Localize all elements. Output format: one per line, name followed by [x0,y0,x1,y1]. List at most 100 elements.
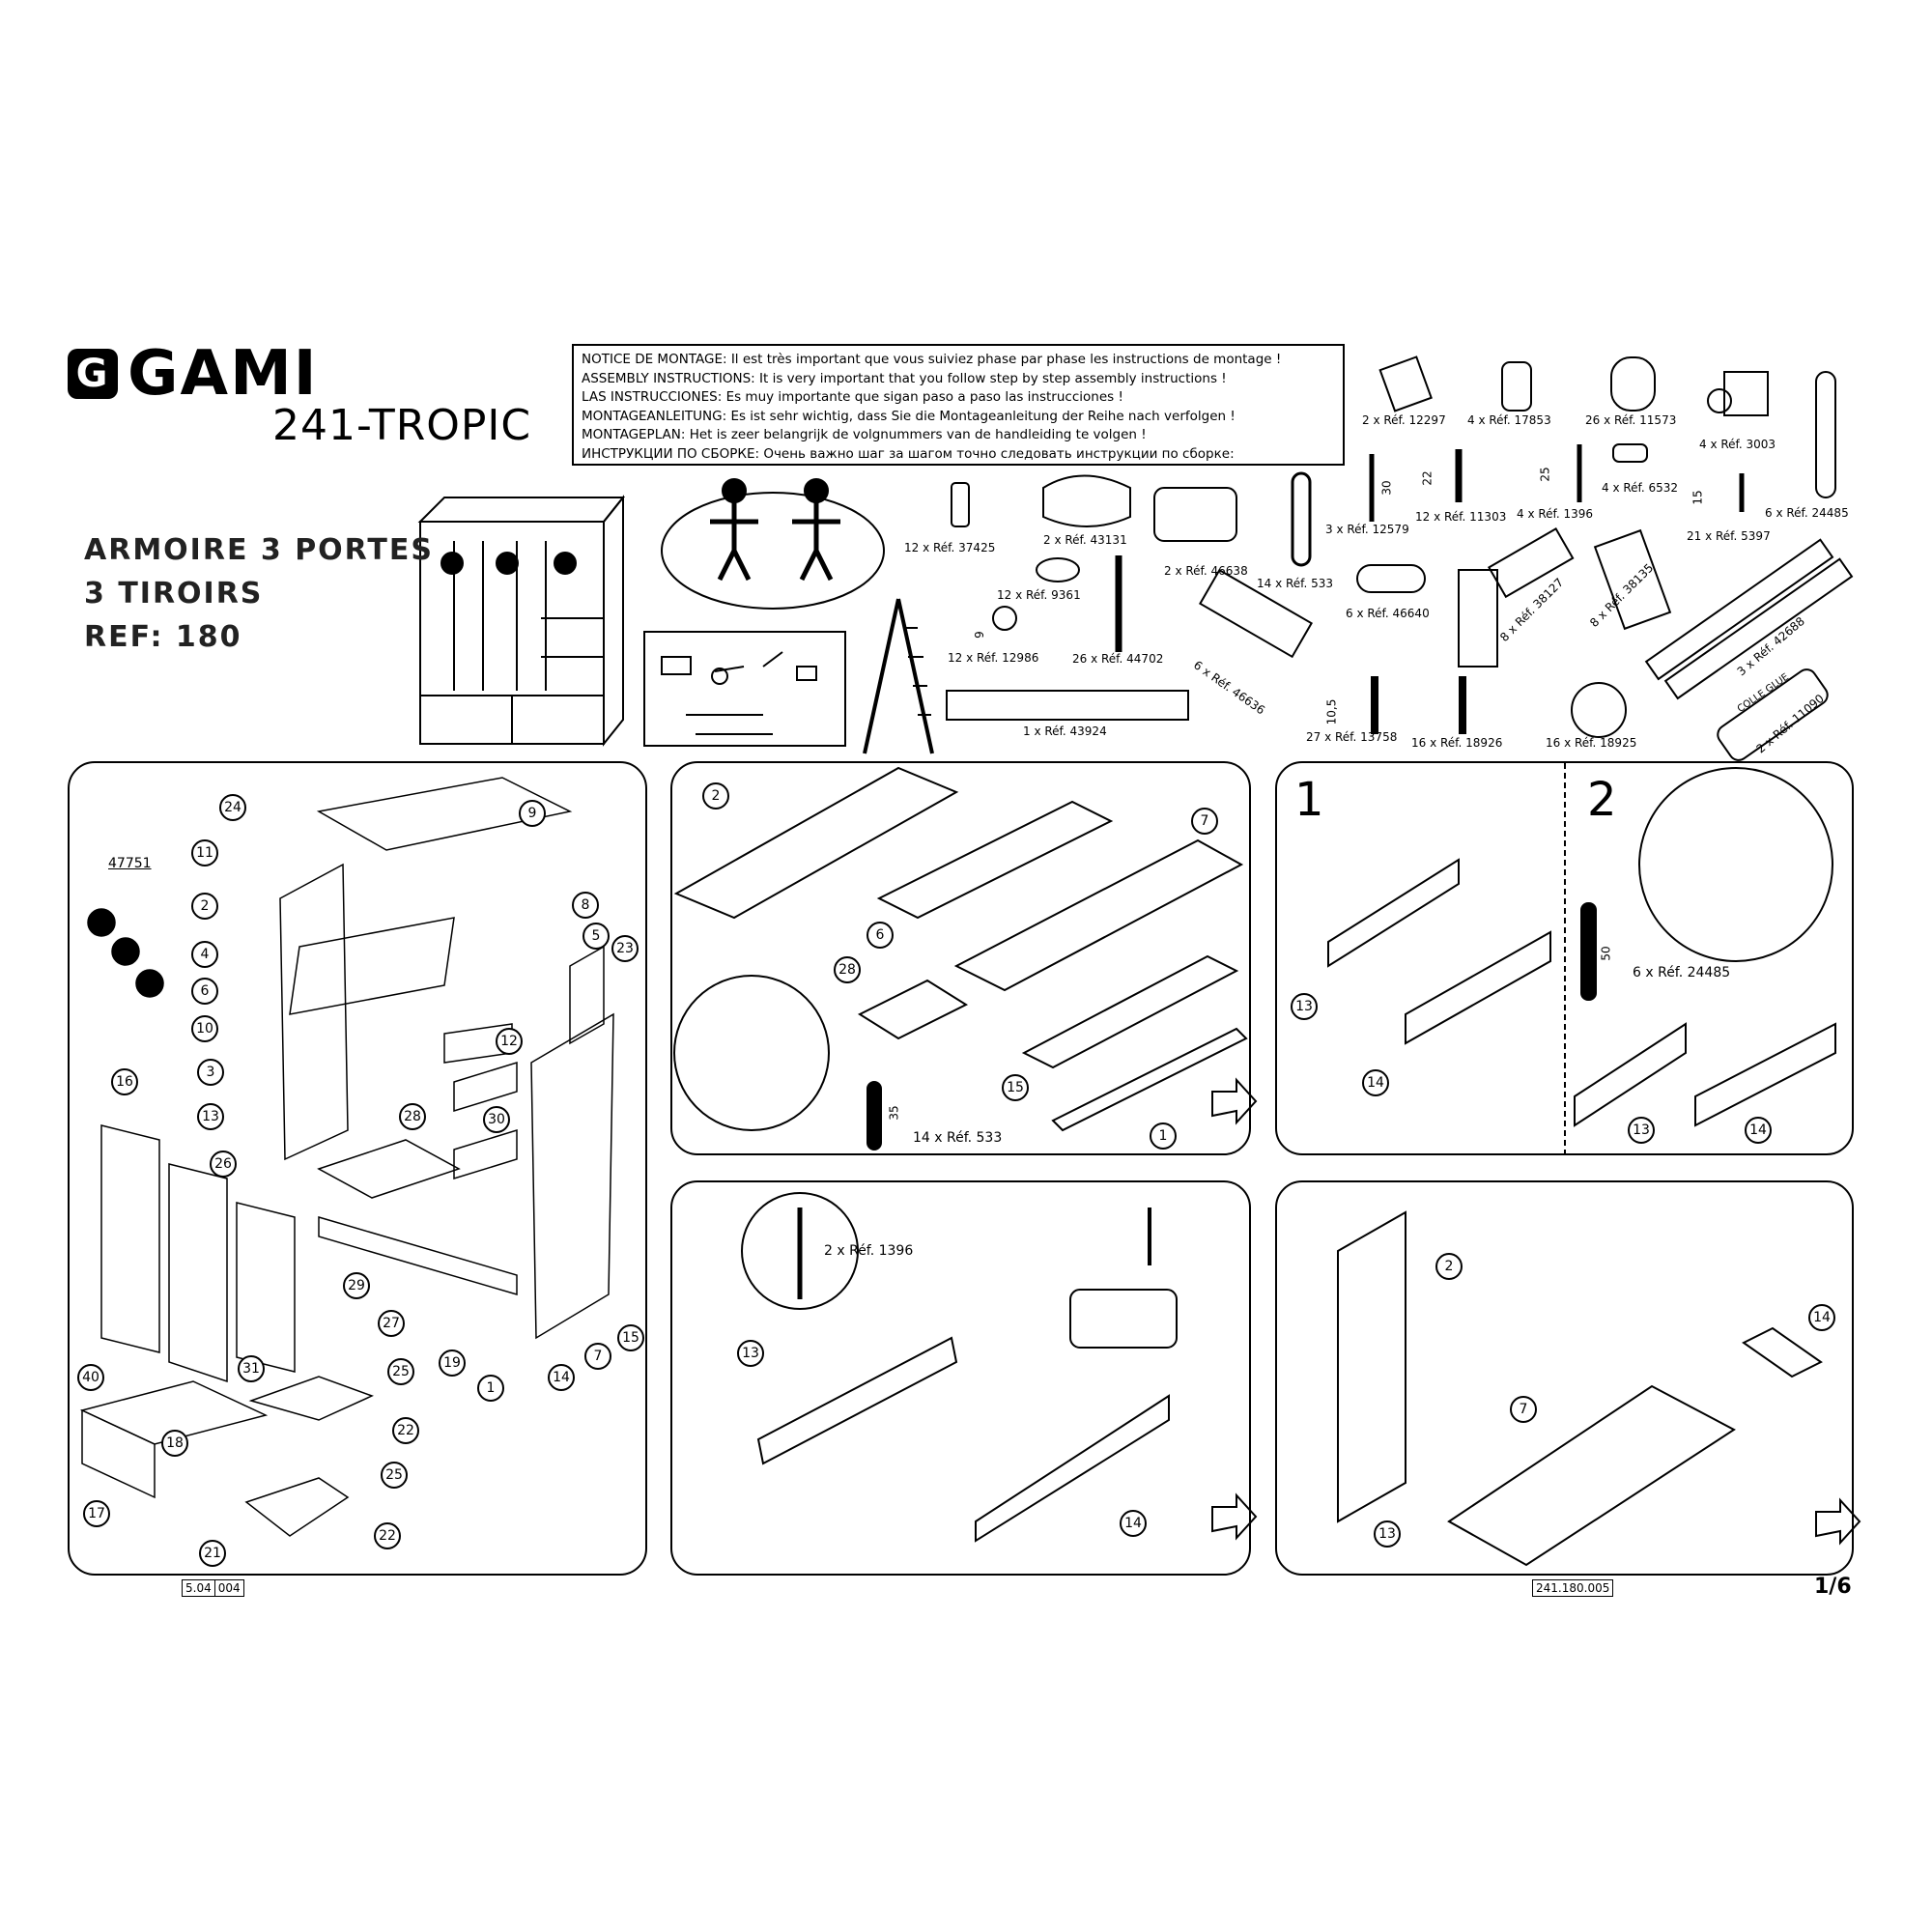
dimension-label: 30 [1379,480,1394,496]
part-callout: 22 [374,1522,401,1549]
notice-de: MONTAGEANLEITUNG: Es ist sehr wichtig, d… [582,408,1236,424]
hardware-label: 14 x Réf. 533 [1257,577,1334,590]
document-code-right: 241.180.005 [1532,1579,1614,1597]
part-callout: 7 [1191,808,1218,835]
code-right: 241.180.005 [1536,1581,1610,1595]
part-callout: 27 [378,1310,405,1337]
part-callout: 28 [834,956,861,983]
hardware-label: 1 x Réf. 43924 [1023,724,1107,738]
page-number: 1/6 [1814,1575,1852,1599]
part-callout: 24 [219,794,246,821]
part-callout: 26 [210,1151,237,1178]
hardware-label: 6 x Réf. 24485 [1765,506,1849,520]
hardware-label: 21 x Réf. 5397 [1687,529,1771,543]
part-callout: 13 [1374,1520,1401,1548]
notice-es: LAS INSTRUCCIONES: Es muy importante que… [582,389,1123,405]
part-callout: 5 [582,923,610,950]
hardware-label: 12 x Réf. 37425 [904,541,996,554]
part-callout: 13 [1628,1117,1655,1144]
hardware-label: 6 x Réf. 46640 [1346,607,1430,620]
part-callout: 19 [439,1350,466,1377]
tools-box [643,631,846,747]
hardware-label: 4 x Réf. 6532 [1602,481,1679,495]
gami-logo: G GAMI [68,338,319,410]
part-callout: 2 [702,782,729,810]
part-callout: 14 [1808,1304,1835,1331]
hardware-label: 2 x Réf. 46638 [1164,564,1248,578]
part-callout: 3 [197,1059,224,1086]
part-callout: 16 [111,1068,138,1095]
part-callout: 13 [1291,993,1318,1020]
hardware-label: 16 x Réf. 18925 [1546,736,1637,750]
step-panel-2 [670,761,1251,1155]
rail-assembly [741,1192,1178,1543]
document-code-left: 5.04 004 [182,1579,244,1597]
product-ref: REF: 180 [84,620,242,654]
part-callout: 7 [584,1343,611,1370]
hardware-label: 4 x Réf. 1396 [1517,507,1594,521]
ladder-icon [863,598,934,754]
hardware-label: 2 x Réf. 12297 [1362,413,1446,427]
hardware-label: 12 x Réf. 11303 [1415,510,1507,524]
part-callout: 4 [191,941,218,968]
step-panel-4 [670,1180,1251,1576]
part-callout: 25 [387,1358,414,1385]
part-callout: 11 [191,839,218,867]
part-callout: 18 [161,1430,188,1457]
part-callout: 15 [1002,1074,1029,1101]
part-callout: 14 [1362,1069,1389,1096]
hardware-label: 4 x Réf. 3003 [1699,438,1776,451]
hardware-label: 6 x Réf. 24485 [1633,965,1731,980]
hardware-label: 2 x Réf. 43131 [1043,533,1127,547]
side-panel-assembly [1337,1210,1823,1567]
dimension-label: 25 [1538,467,1552,482]
product-title: ARMOIRE 3 PORTES [84,533,434,567]
part-callout: 22 [392,1417,419,1444]
exploded-wardrobe [79,777,614,1537]
panels-sketch [673,766,1248,1151]
part-callout: 12 [496,1028,523,1055]
hardware-label: 26 x Réf. 11573 [1585,413,1677,427]
notice-ru: ИНСТРУКЦИИ ПО СБОРКЕ: Очень важно шаг за… [582,445,1235,462]
dimension-label: 22 [1420,470,1435,486]
dimension-label: 9 [972,631,986,639]
tools-icon [661,651,817,735]
part-callout: 1 [477,1375,504,1402]
part-callout: 9 [519,800,546,827]
hardware-label: 12 x Réf. 12986 [948,651,1039,665]
hardware-label: 26 x Réf. 44702 [1072,652,1164,666]
part-callout: 6 [867,922,894,949]
hardware-label: 4 x Réf. 17853 [1467,413,1551,427]
part-callout: 2 [191,893,218,920]
part-callout: 7 [1510,1396,1537,1423]
part-callout: 8 [572,892,599,919]
wardrobe-thumbnail [417,495,626,747]
part-callout: 15 [617,1324,644,1351]
two-persons-icon [661,478,885,610]
model-name: 241-TROPIC [272,401,532,450]
hardware-label: 3 x Réf. 12579 [1325,523,1409,536]
step-panel-5 [1275,1180,1854,1576]
part-callout: 28 [399,1103,426,1130]
part-callout: 13 [737,1340,764,1367]
notice-nl: MONTAGEPLAN: Het is zeer belangrijk de v… [582,427,1147,442]
part-callout: 10 [191,1015,218,1042]
code-part-a: 5.04 [185,1581,212,1595]
logo-mark-icon: G [68,349,118,399]
part-callout: 40 [77,1364,104,1391]
part-callout: 2 [1435,1253,1463,1280]
hardware-label: 14 x Réf. 533 [913,1130,1003,1146]
part-callout: 21 [199,1540,226,1567]
part-callout: 23 [611,935,639,962]
part-callout: 6 [191,978,218,1005]
part-callout: 30 [483,1106,510,1133]
step-number: 1 [1294,773,1324,827]
hardware-label: 27 x Réf. 13758 [1306,730,1398,744]
part-callout: 29 [343,1272,370,1299]
hardware-label: 16 x Réf. 18926 [1411,736,1503,750]
dowel-steps [1327,767,1836,1127]
notice-en: ASSEMBLY INSTRUCTIONS: It is very import… [582,370,1227,386]
dimension-label: 15 [1690,490,1705,505]
hardware-label: 2 x Réf. 1396 [824,1243,914,1259]
